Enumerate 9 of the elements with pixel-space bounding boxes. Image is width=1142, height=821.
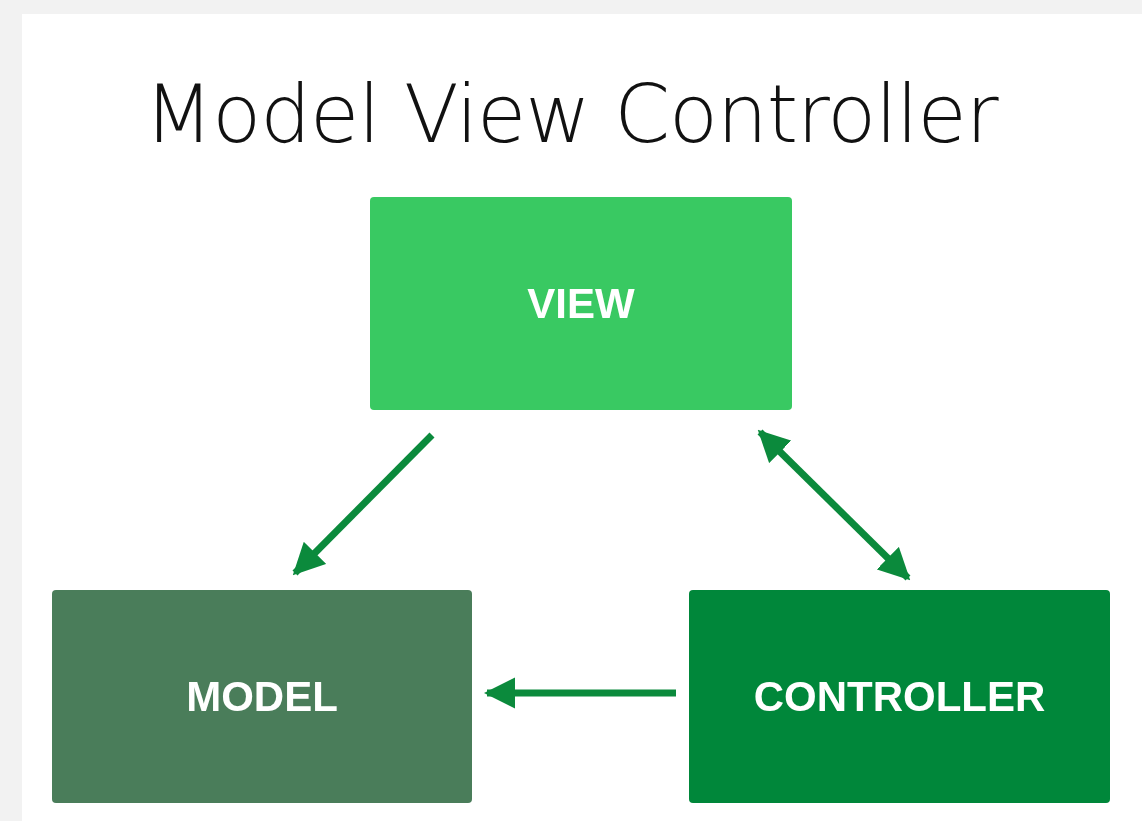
component-label: MODEL: [186, 672, 338, 721]
component-label: CONTROLLER: [753, 672, 1046, 721]
component-box: [689, 590, 1110, 803]
arrow: [757, 429, 911, 581]
component-box: [370, 197, 792, 410]
component-label: VIEW: [527, 279, 635, 328]
diagram-title: Model View Controller: [143, 68, 1000, 161]
component-box: [52, 590, 472, 803]
arrow: [292, 432, 435, 576]
